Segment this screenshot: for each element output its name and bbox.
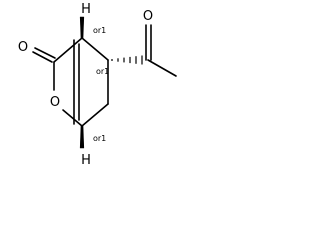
bond-wedge-bottom-h	[79, 125, 85, 149]
bond-lactone-carbonyl-b	[34, 47, 56, 59]
stereo-label-bottom-bridgehead: or1	[93, 134, 106, 143]
bond-ch2-to-bottom-bridgehead	[81, 103, 109, 127]
stereo-label-top-bridgehead: or1	[93, 26, 106, 35]
bond-acetyl-carbonyl-ch3	[147, 59, 177, 77]
bond-wedge-top-h	[79, 16, 85, 39]
molecule-structure: O O O H H or1 or1 or1	[16, 2, 177, 168]
bond-top-bridgehead-to-lactone-c	[53, 37, 83, 63]
bond-top-bridgehead-to-ch	[81, 37, 109, 61]
bottom-hydrogen-label: H	[81, 153, 91, 168]
bond-hashed-acetyl	[111, 55, 143, 65]
bond-ring-o-to-bottom-bridgehead	[62, 109, 83, 127]
ring-oxygen-label: O	[50, 95, 60, 110]
lactone-carbonyl-oxygen-label: O	[18, 40, 28, 55]
stereo-label-acetyl-carbon: or1	[96, 67, 109, 76]
bond-lactone-carbonyl-a	[32, 51, 53, 63]
top-hydrogen-label: H	[81, 2, 91, 17]
ketone-oxygen-label: O	[143, 9, 153, 24]
